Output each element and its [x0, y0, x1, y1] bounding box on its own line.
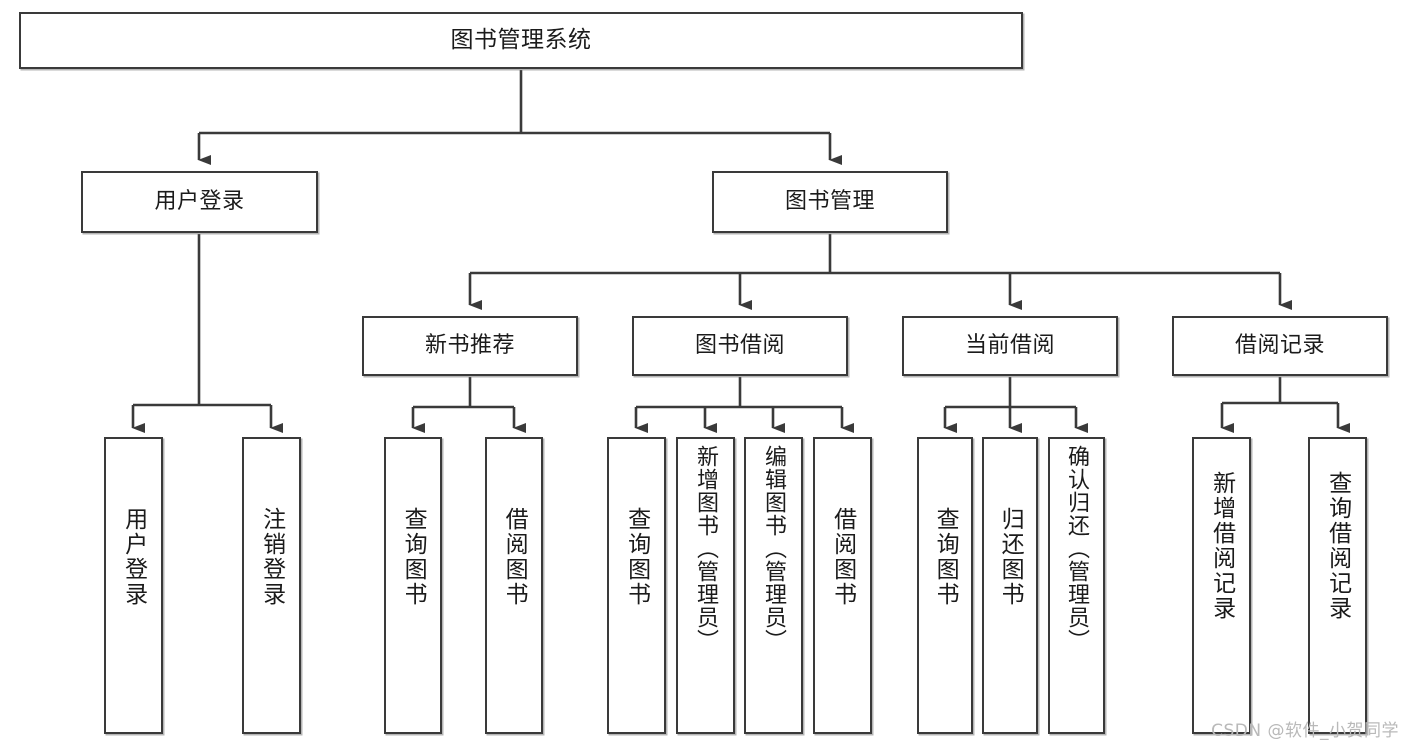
- leaf-user-login-login[interactable]: 用户登录: [104, 437, 163, 734]
- node-label: 归还图书: [997, 507, 1024, 607]
- node-user-login[interactable]: 用户登录: [81, 171, 318, 233]
- node-label: 图书借阅: [694, 333, 785, 359]
- node-label: 查询借阅记录: [1324, 471, 1351, 621]
- node-new-book-recommend[interactable]: 新书推荐: [362, 316, 578, 376]
- node-label: 当前借阅: [964, 333, 1055, 359]
- leaf-new-book-query[interactable]: 查询图书: [384, 437, 442, 734]
- node-label: 新书推荐: [424, 333, 515, 359]
- leaf-current-borrow-return[interactable]: 归还图书: [982, 437, 1038, 734]
- leaf-borrow-record-query[interactable]: 查询借阅记录: [1308, 437, 1367, 734]
- leaf-current-borrow-query[interactable]: 查询图书: [917, 437, 973, 734]
- node-label: 查询图书: [623, 507, 650, 607]
- node-label: 借阅图书: [501, 507, 528, 607]
- node-label: 用户登录: [154, 189, 245, 215]
- node-label: 图书管理: [784, 189, 875, 215]
- leaf-book-borrow-add[interactable]: 新增图书（管理员）: [676, 437, 735, 734]
- node-label: 新增借阅记录: [1208, 471, 1235, 621]
- node-book-borrow[interactable]: 图书借阅: [632, 316, 848, 376]
- node-current-borrow[interactable]: 当前借阅: [902, 316, 1118, 376]
- node-borrow-record[interactable]: 借阅记录: [1172, 316, 1388, 376]
- node-root-system[interactable]: 图书管理系统: [19, 12, 1023, 69]
- node-label: 借阅图书: [829, 507, 856, 607]
- leaf-new-book-borrow[interactable]: 借阅图书: [485, 437, 543, 734]
- node-label: 借阅记录: [1234, 333, 1325, 359]
- node-label: 查询图书: [400, 507, 427, 607]
- node-label: 图书管理系统: [450, 27, 592, 54]
- node-book-management[interactable]: 图书管理: [712, 171, 948, 233]
- leaf-book-borrow-query[interactable]: 查询图书: [607, 437, 666, 734]
- node-label: 新增图书（管理员）: [693, 445, 719, 652]
- watermark-text: CSDN @软件_小贺同学: [1211, 721, 1399, 741]
- leaf-borrow-record-add[interactable]: 新增借阅记录: [1192, 437, 1251, 734]
- leaf-current-borrow-confirm[interactable]: 确认归还（管理员）: [1048, 437, 1105, 734]
- node-label: 查询图书: [932, 507, 959, 607]
- node-label: 注销登录: [258, 507, 285, 607]
- node-label: 编辑图书（管理员）: [761, 445, 787, 652]
- leaf-user-login-logout[interactable]: 注销登录: [242, 437, 301, 734]
- leaf-book-borrow-borrow[interactable]: 借阅图书: [813, 437, 872, 734]
- node-label: 用户登录: [120, 507, 147, 607]
- leaf-book-borrow-edit[interactable]: 编辑图书（管理员）: [744, 437, 803, 734]
- node-label: 确认归还（管理员）: [1064, 445, 1090, 652]
